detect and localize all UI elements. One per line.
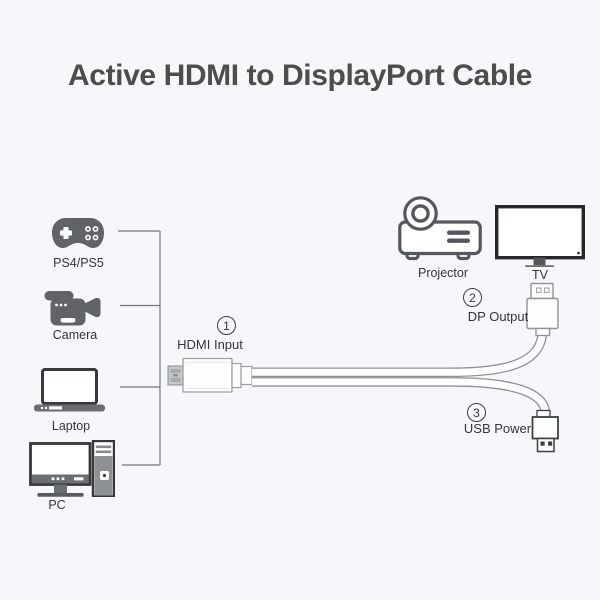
page-title: Active HDMI to DisplayPort Cable [68, 59, 532, 92]
projector-icon [398, 196, 482, 261]
callout-number-3: 3 [467, 403, 486, 422]
callout-number-1: 1 [217, 316, 236, 335]
gamepad-icon [52, 218, 104, 248]
source-bracket-lines [118, 230, 161, 466]
label-projector: Projector [417, 266, 469, 280]
label-ps4-ps5: PS4/PS5 [53, 256, 104, 270]
dp-output-label: DP Output [467, 309, 529, 324]
laptop-icon [34, 368, 105, 412]
source-ps4-ps5 [51, 217, 105, 249]
source-camera [44, 291, 106, 326]
label-camera: Camera [52, 328, 98, 342]
callout-number-2: 2 [463, 288, 482, 307]
camcorder-icon [44, 291, 101, 326]
hdmi-input-label: HDMI Input [177, 337, 243, 352]
usb-power-label: USB Power [463, 421, 532, 436]
display-tv [495, 205, 585, 267]
desktop-pc-icon [29, 440, 115, 497]
split-cable [252, 329, 551, 415]
source-laptop [34, 368, 106, 412]
tv-icon [495, 205, 585, 267]
label-laptop: Laptop [51, 419, 91, 433]
source-pc [29, 440, 115, 497]
hdmi-connector [167, 357, 253, 393]
label-pc: PC [48, 498, 66, 512]
display-projector [398, 196, 482, 263]
label-tv: TV [532, 268, 548, 282]
